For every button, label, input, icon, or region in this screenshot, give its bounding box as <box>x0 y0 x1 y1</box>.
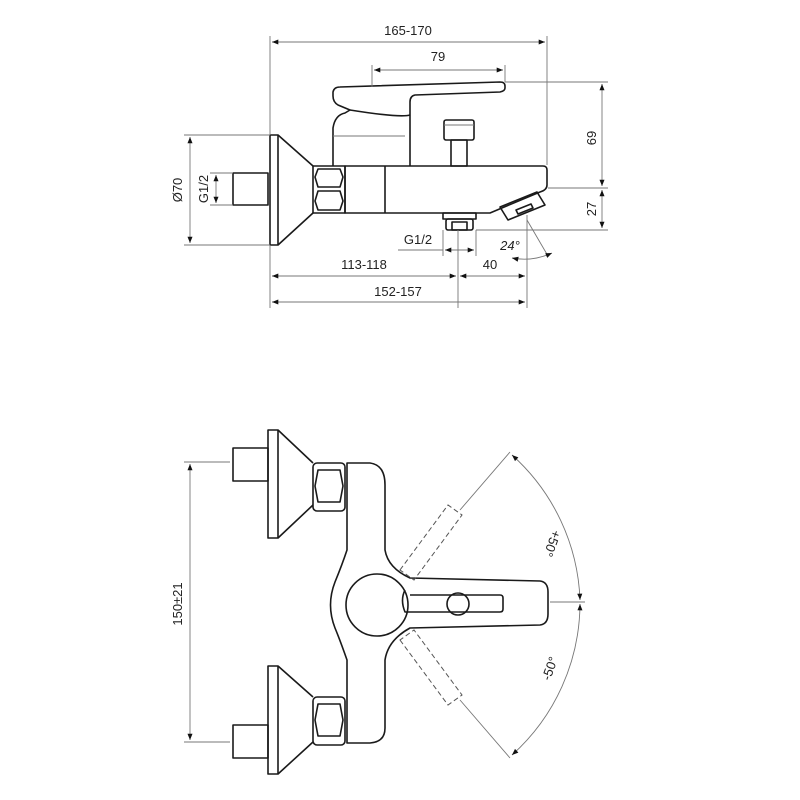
dim-height-lever: 69 <box>584 131 599 145</box>
dim-total-length: 165-170 <box>384 23 432 38</box>
dim-rotation-minus: -50° <box>539 655 561 683</box>
diverter-knob <box>443 119 475 167</box>
dim-height-spout: 27 <box>584 202 599 216</box>
dim-spout-offset: 40 <box>483 257 497 272</box>
mixer-body <box>344 165 548 214</box>
dim-flange-diameter: Ø70 <box>170 178 185 203</box>
connection-nut <box>312 165 346 214</box>
upper-inlet <box>232 429 346 539</box>
dim-outlet-position: 113-118 <box>341 257 387 272</box>
cartridge-and-lever <box>332 81 506 166</box>
dim-inlet-thread: G1/2 <box>196 175 211 203</box>
mixer-body-top <box>329 462 549 744</box>
dim-spout-angle: 24° <box>499 238 520 253</box>
inlet-pipe <box>232 172 269 206</box>
wall-flange <box>269 134 314 246</box>
dim-spout-reach: 152-157 <box>374 284 422 299</box>
dim-outlet-thread: G1/2 <box>404 232 432 247</box>
lever-rotation-positions <box>399 504 463 706</box>
spout-outlet <box>499 191 546 221</box>
dim-inlet-spacing: 150±21 <box>170 582 185 625</box>
lower-inlet <box>232 665 346 775</box>
dim-rotation-plus: +50° <box>541 528 564 559</box>
side-view: 165-170 79 69 27 Ø70 G1/2 G1/2 113-118 4… <box>170 23 608 308</box>
dim-lever-length: 79 <box>431 49 445 64</box>
bottom-outlet-fitting <box>442 212 477 231</box>
top-view: 150±21 +50° -50° <box>170 429 585 775</box>
